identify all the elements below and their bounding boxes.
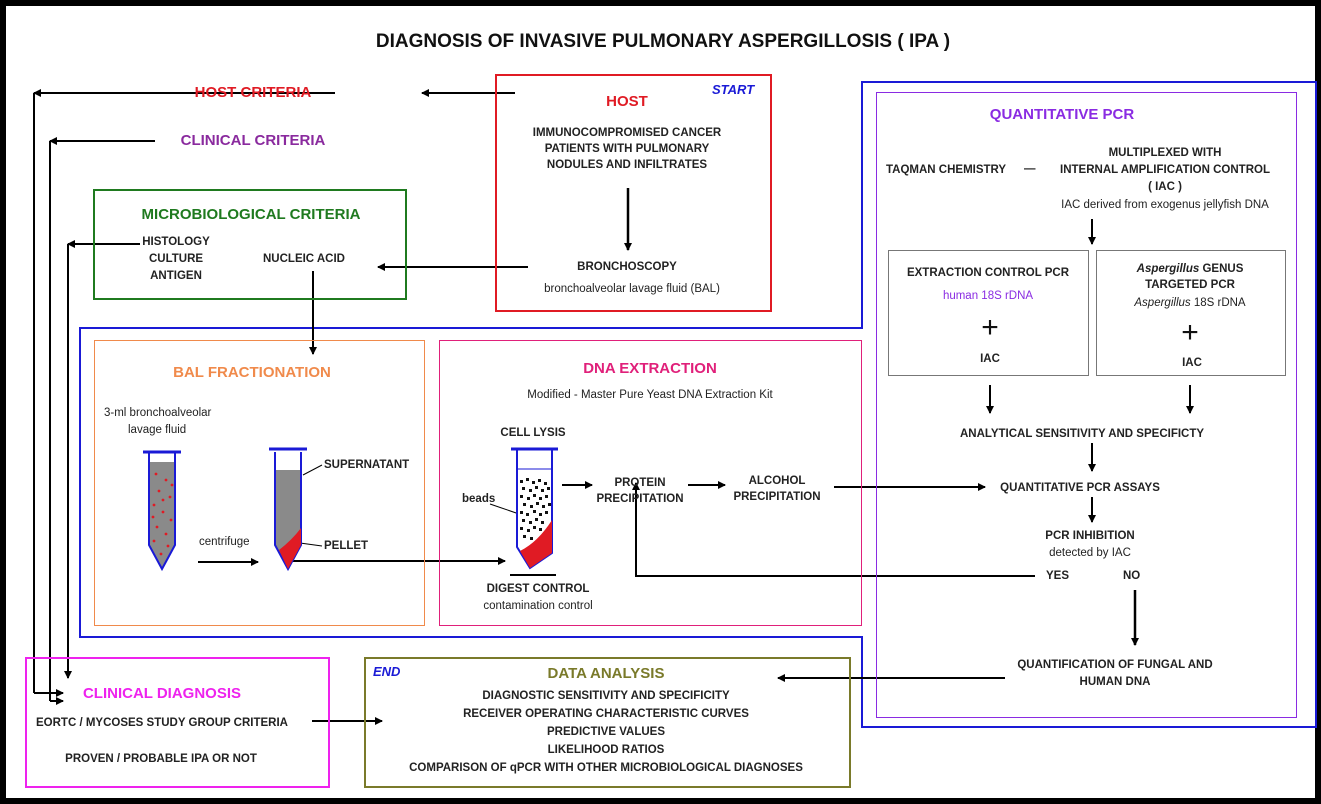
bronchoscopy-label: BRONCHOSCOPY xyxy=(577,261,677,273)
host-desc-line-1: IMMUNOCOMPROMISED CANCER xyxy=(532,127,722,139)
detected-by-iac-label: detected by IAC xyxy=(1049,547,1131,559)
alcohol-line-1: ALCOHOL xyxy=(748,475,806,487)
taqman-dash: — xyxy=(1024,163,1036,175)
analysis-item-4: LIKELIHOOD RATIOS xyxy=(547,744,665,756)
bal-fluid-label: bronchoalveolar lavage fluid (BAL) xyxy=(544,283,720,295)
bal-sample-line-2: lavage fluid xyxy=(128,424,187,436)
supernatant-label: SUPERNATANT xyxy=(324,459,410,471)
alcohol-line-2: PRECIPITATION xyxy=(733,491,821,503)
genus-pcr-title-2: TARGETED PCR xyxy=(1145,279,1235,291)
protein-line-2: PRECIPITATION xyxy=(596,493,684,505)
data-analysis-title: DATA ANALYSIS xyxy=(547,665,665,682)
host-title: HOST xyxy=(606,93,648,110)
no-label: NO xyxy=(1123,570,1141,582)
centrifuge-label: centrifuge xyxy=(199,536,250,548)
end-label: END xyxy=(373,664,401,679)
clinical-diagnosis-box xyxy=(25,657,330,788)
blue-region-outline xyxy=(79,81,1317,728)
data-analysis-box xyxy=(364,657,851,788)
host-desc-line-3: NODULES AND INFILTRATES xyxy=(546,159,708,171)
analysis-item-1: DIAGNOSTIC SENSITIVITY AND SPECIFICITY xyxy=(482,690,730,702)
method-antigen: ANTIGEN xyxy=(150,270,202,282)
nucleic-acid-label: NUCLEIC ACID xyxy=(263,253,345,265)
proven-probable-label: PROVEN / PROBABLE IPA OR NOT xyxy=(65,753,257,765)
host-desc-line-2: PATIENTS WITH PULMONARY xyxy=(544,143,710,155)
analysis-item-5: COMPARISON OF qPCR WITH OTHER MICROBIOLO… xyxy=(409,762,803,774)
extraction-pcr-title: EXTRACTION CONTROL PCR xyxy=(906,267,1070,279)
clinical-diagnosis-title: CLINICAL DIAGNOSIS xyxy=(82,685,242,702)
microbiological-criteria-box xyxy=(93,189,407,300)
quantitative-pcr-box xyxy=(876,92,1297,718)
taqman-label: TAQMAN CHEMISTRY xyxy=(886,164,1007,176)
analysis-item-3: PREDICTIVE VALUES xyxy=(547,726,665,738)
extraction-iac-label: IAC xyxy=(980,353,1000,365)
multiplexed-line-2: INTERNAL AMPLIFICATION CONTROL xyxy=(1060,164,1270,176)
micro-criteria-title: MICROBIOLOGICAL CRITERIA xyxy=(141,206,361,223)
bal-fractionation-title: BAL FRACTIONATION xyxy=(173,364,331,381)
page-title: DIAGNOSIS OF INVASIVE PULMONARY ASPERGIL… xyxy=(375,31,951,52)
pcr-inhibition-label: PCR INHIBITION xyxy=(1045,530,1135,542)
analysis-item-2: RECEIVER OPERATING CHARACTERISTIC CURVES xyxy=(463,708,749,720)
extraction-pcr-target: human 18S rDNA xyxy=(942,290,1034,302)
genus-targeted-pcr-box xyxy=(1096,250,1286,376)
method-histology: HISTOLOGY xyxy=(142,236,210,248)
eortc-label: EORTC / MYCOSES STUDY GROUP CRITERIA xyxy=(36,717,288,729)
pellet-label: PELLET xyxy=(324,540,369,552)
genus-pcr-title: Aspergillus GENUS xyxy=(1136,263,1244,275)
extraction-plus-icon: + xyxy=(981,311,999,344)
dna-extraction-kit: Modified - Master Pure Yeast DNA Extract… xyxy=(527,389,773,401)
qpcr-title: QUANTITATIVE PCR xyxy=(989,106,1135,123)
method-culture: CULTURE xyxy=(148,253,204,265)
quantification-line-1: QUANTIFICATION OF FUNGAL AND xyxy=(1017,659,1213,671)
multiplexed-line-1: MULTIPLEXED WITH xyxy=(1108,147,1222,159)
clinical-criteria-label: CLINICAL CRITERIA xyxy=(180,132,326,149)
genus-iac-label: IAC xyxy=(1182,357,1202,369)
genus-plus-icon: + xyxy=(1181,316,1199,349)
extraction-control-pcr-box xyxy=(888,250,1089,376)
multiplexed-line-3: ( IAC ) xyxy=(1148,181,1182,193)
arrow-yes-loop xyxy=(632,482,1035,577)
assays-label: QUANTITATIVE PCR ASSAYS xyxy=(1000,482,1160,494)
beads-label: beads xyxy=(462,493,496,505)
iac-source-label: IAC derived from exogenus jellyfish DNA xyxy=(1061,199,1269,211)
supernatant-pointer xyxy=(302,464,323,476)
genus-pcr-target: Aspergillus 18S rDNA xyxy=(1134,297,1246,309)
yes-label: YES xyxy=(1046,570,1070,582)
cell-lysis-label: CELL LYSIS xyxy=(500,427,566,439)
tube-centrifuged xyxy=(269,447,307,572)
pellet-pointer xyxy=(299,542,323,547)
dna-extraction-box xyxy=(439,340,862,626)
host-criteria-label: HOST CRITERIA xyxy=(194,84,312,101)
start-label: START xyxy=(712,82,755,97)
protein-line-1: PROTEIN xyxy=(614,477,666,489)
digest-control-label: DIGEST CONTROL xyxy=(486,583,590,595)
dna-extraction-title: DNA EXTRACTION xyxy=(583,360,717,377)
bal-sample-line-1: 3-ml bronchoalveolar xyxy=(104,407,212,419)
contamination-control-label: contamination control xyxy=(483,600,593,612)
tube-bal-sample xyxy=(143,450,181,572)
bal-fractionation-box xyxy=(94,340,425,626)
tube-cell-lysis xyxy=(511,447,558,570)
quantification-line-2: HUMAN DNA xyxy=(1079,676,1151,688)
host-box xyxy=(495,74,772,312)
analytical-label: ANALYTICAL SENSITIVITY AND SPECIFICTY xyxy=(959,428,1205,440)
